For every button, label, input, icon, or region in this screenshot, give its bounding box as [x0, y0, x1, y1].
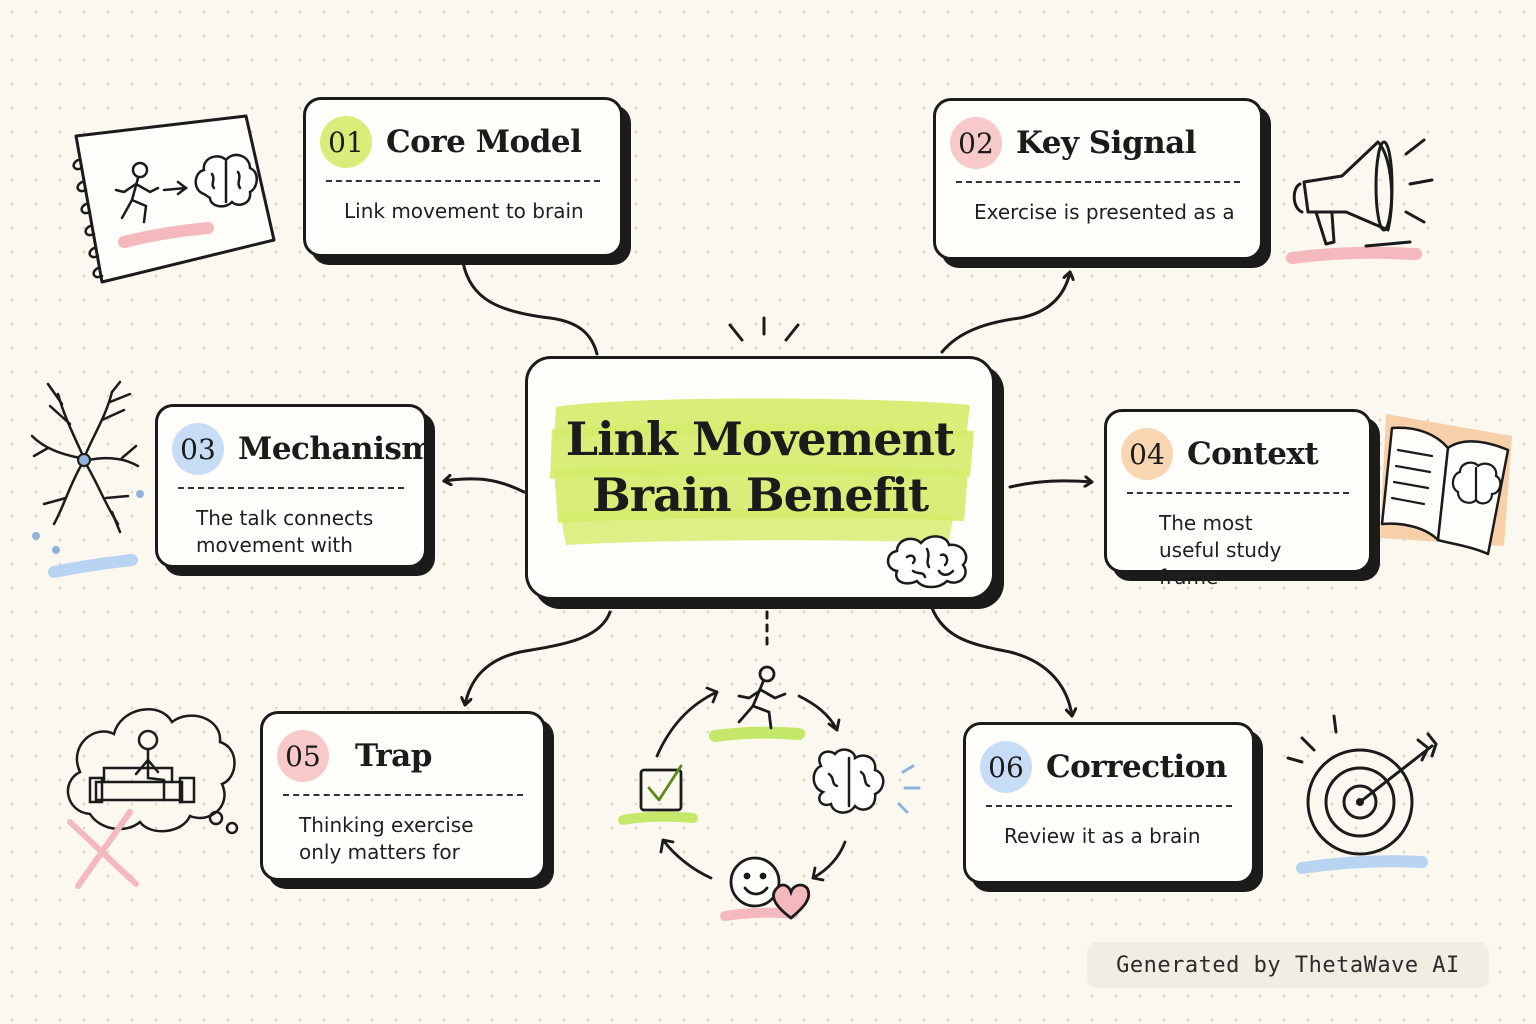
- node-mechanism[interactable]: 03 Mechanism The talk connects movement …: [155, 404, 434, 568]
- node-title: Key Signal: [1016, 125, 1197, 161]
- node-context[interactable]: 04 Context The most useful study frame: [1104, 409, 1372, 589]
- connector-02: [940, 270, 1070, 354]
- neuron-icon: [30, 380, 144, 578]
- node-body: Thinking exercise only matters for: [299, 813, 474, 864]
- node-number-badge: 06: [980, 741, 1032, 793]
- divider: [178, 487, 404, 489]
- divider: [986, 805, 1232, 807]
- connector-06: [930, 606, 1072, 718]
- node-number-badge: 03: [172, 423, 224, 475]
- node-body: Link movement to brain: [344, 199, 584, 223]
- central-title-line1: Link Movement: [565, 412, 955, 466]
- connector-03: [442, 479, 526, 494]
- divider: [1127, 492, 1349, 494]
- brain-icon: [886, 535, 968, 589]
- node-body: The talk connects movement with: [196, 506, 374, 557]
- connector-01: [461, 260, 599, 356]
- node-correction[interactable]: 06 Correction Review it as a brain: [963, 722, 1255, 884]
- checkbox-icon: [639, 768, 683, 812]
- runner-icon: [758, 665, 776, 683]
- node-number-badge: 01: [320, 116, 372, 168]
- open-book-brain-icon: [1380, 414, 1512, 556]
- central-title: Link Movement Brain Benefit: [548, 411, 972, 523]
- node-title: Core Model: [386, 124, 582, 160]
- central-title-line2: Brain Benefit: [591, 468, 929, 522]
- node-body: Exercise is presented as a: [974, 200, 1235, 224]
- node-title: Correction: [1046, 749, 1227, 785]
- node-body: Review it as a brain: [1004, 824, 1201, 848]
- thought-bubble-couch-icon: [66, 707, 239, 889]
- connector-05: [465, 610, 612, 707]
- central-topic[interactable]: Link Movement Brain Benefit: [525, 356, 995, 600]
- target-arrow-icon: [1286, 714, 1438, 874]
- divider: [283, 794, 523, 796]
- node-title: Context: [1187, 436, 1319, 472]
- smiley-heart-icon: [729, 856, 811, 920]
- node-number-badge: 05: [277, 730, 329, 782]
- cycle-icon: [618, 665, 921, 921]
- connector-04: [1008, 481, 1094, 489]
- divider: [326, 180, 600, 182]
- node-body: The most useful study frame: [1159, 511, 1282, 589]
- divider: [956, 181, 1240, 183]
- node-key-signal[interactable]: 02 Key Signal Exercise is presented as a: [933, 98, 1263, 260]
- node-title: Mechanism: [238, 431, 434, 467]
- node-trap[interactable]: 05 Trap Thinking exercise only matters f…: [260, 711, 546, 881]
- footer-credit: Generated by ThetaWave AI: [1087, 942, 1489, 988]
- node-title: Trap: [355, 738, 432, 774]
- node-core-model[interactable]: 01 Core Model Link movement to brain: [303, 97, 623, 257]
- megaphone-icon: [1286, 138, 1434, 264]
- node-number-badge: 02: [950, 117, 1002, 169]
- notebook-runner-brain-icon: [72, 114, 276, 284]
- node-number-badge: 04: [1121, 428, 1173, 480]
- highlight-swash: [550, 398, 974, 545]
